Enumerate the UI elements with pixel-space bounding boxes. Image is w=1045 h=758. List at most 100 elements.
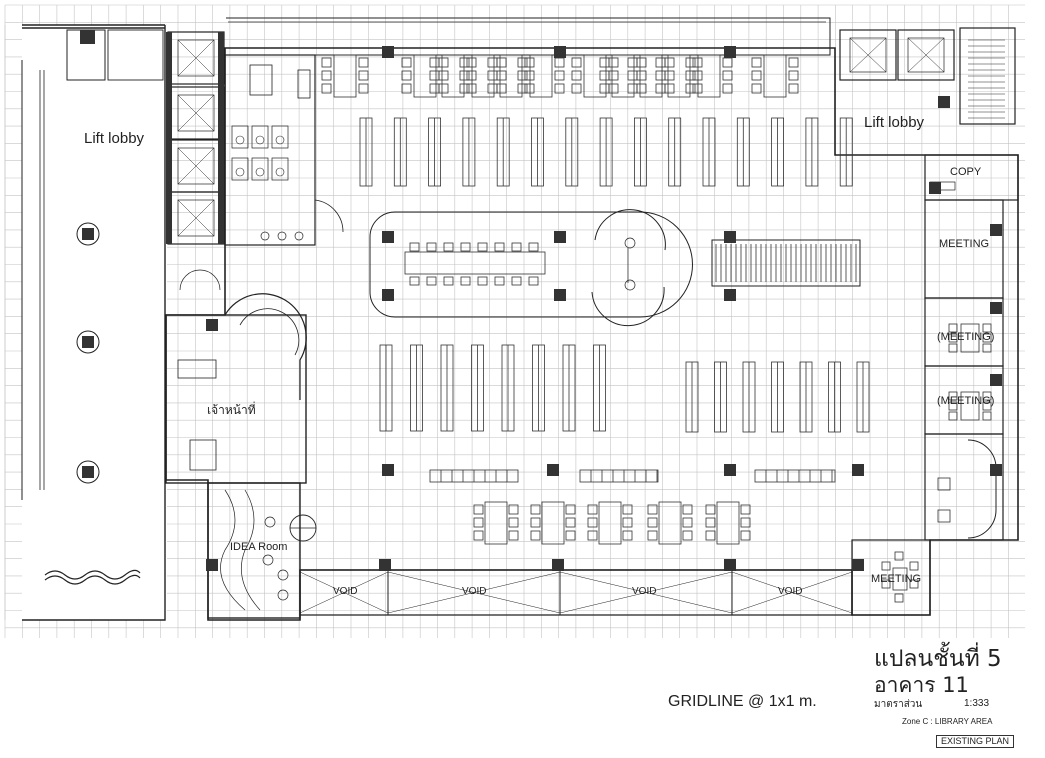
reading-table xyxy=(529,54,553,98)
chair xyxy=(358,70,369,81)
toilet-stall xyxy=(231,125,249,149)
chair xyxy=(466,70,477,81)
lift-x xyxy=(177,147,215,185)
reading-table xyxy=(583,54,607,98)
column xyxy=(554,231,566,243)
plan-title: แปลนชั้นที่ 5 xyxy=(874,646,1002,672)
chair xyxy=(524,83,535,94)
lift-car xyxy=(177,39,215,77)
chair xyxy=(487,57,498,68)
toilet xyxy=(255,135,265,145)
void-diagonal xyxy=(387,571,561,614)
curved-desk xyxy=(239,308,300,356)
core-wall-fill xyxy=(166,32,172,244)
escalator xyxy=(711,239,861,287)
column xyxy=(82,228,94,240)
column xyxy=(724,231,736,243)
wall xyxy=(22,25,166,621)
chair xyxy=(459,57,470,68)
zone-label: Zone C : LIBRARY AREA xyxy=(902,717,993,726)
toilet xyxy=(275,167,285,177)
toilet xyxy=(255,167,265,177)
chair xyxy=(477,242,488,252)
column xyxy=(80,30,95,44)
chair xyxy=(881,579,891,589)
chair xyxy=(530,517,541,528)
meeting-room-4 xyxy=(851,539,931,616)
chair xyxy=(751,83,762,94)
column xyxy=(554,46,566,58)
meeting-table xyxy=(960,323,980,353)
chair xyxy=(982,333,992,343)
chair xyxy=(622,517,633,528)
meeting-table xyxy=(960,391,980,421)
void-label-2: VOID xyxy=(462,586,487,597)
lift-x xyxy=(907,37,945,73)
chair xyxy=(599,83,610,94)
chair xyxy=(321,70,332,81)
chair xyxy=(627,70,638,81)
chair xyxy=(788,83,799,94)
chair xyxy=(409,242,420,252)
column xyxy=(990,374,1002,386)
meeting-room-2-label: (MEETING) xyxy=(937,331,995,343)
armchair xyxy=(937,477,951,491)
chair xyxy=(477,276,488,286)
lift-lobby-left-label: Lift lobby xyxy=(84,130,145,147)
chair xyxy=(705,504,716,515)
chair xyxy=(788,57,799,68)
chair xyxy=(751,57,762,68)
left-wing-fill xyxy=(22,25,167,620)
stool xyxy=(277,589,289,601)
core-room xyxy=(107,29,164,81)
lift-x xyxy=(177,94,215,132)
chair xyxy=(655,83,666,94)
gridline-note: GRIDLINE @ 1x1 m. xyxy=(668,693,817,710)
door-swing xyxy=(314,199,344,233)
chair xyxy=(426,242,437,252)
chair xyxy=(647,517,658,528)
chair xyxy=(565,530,576,541)
chair xyxy=(636,57,647,68)
chair xyxy=(722,70,733,81)
walls xyxy=(21,17,1019,621)
basin xyxy=(260,231,270,241)
chair xyxy=(682,530,693,541)
chair xyxy=(473,517,484,528)
curved-counter xyxy=(591,286,665,327)
chair xyxy=(685,70,696,81)
column xyxy=(552,559,564,571)
chair xyxy=(429,83,440,94)
chair xyxy=(571,83,582,94)
void-label-3: VOID xyxy=(632,586,657,597)
reading-table xyxy=(639,54,663,98)
idea-room-label: IDEA Room xyxy=(230,541,288,553)
meeting-room-4-label: MEETING xyxy=(871,573,922,585)
chair xyxy=(473,504,484,515)
lift-car xyxy=(177,147,215,185)
chair xyxy=(740,530,751,541)
lift-small xyxy=(189,439,217,471)
chair xyxy=(682,517,693,528)
chair xyxy=(705,530,716,541)
stool xyxy=(262,554,274,566)
chair xyxy=(948,391,958,401)
staff-room xyxy=(165,314,307,484)
stool xyxy=(624,237,636,249)
chair xyxy=(517,83,528,94)
curved-wall xyxy=(224,293,307,400)
column xyxy=(382,289,394,301)
column xyxy=(724,559,736,571)
column xyxy=(82,336,94,348)
chair xyxy=(636,70,647,81)
chair xyxy=(647,530,658,541)
chair xyxy=(740,517,751,528)
lounge-room xyxy=(924,433,1004,541)
chair xyxy=(571,57,582,68)
desk xyxy=(177,359,217,379)
lift-x xyxy=(177,39,215,77)
stair-core xyxy=(959,27,1016,125)
chair xyxy=(655,57,666,68)
chair xyxy=(321,83,332,94)
